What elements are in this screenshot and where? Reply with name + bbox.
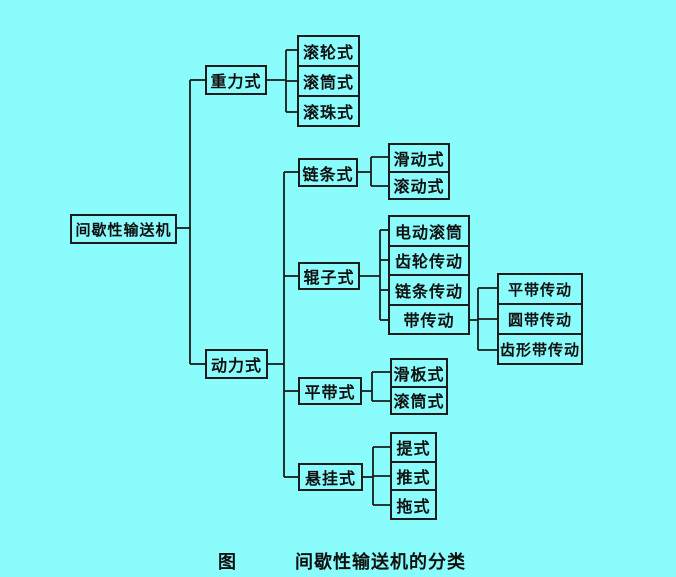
node-suspended-type: 悬挂式 xyxy=(298,463,363,491)
chain-children-column: 滑动式 滚动式 xyxy=(388,143,450,200)
node-sliding-type: 滑动式 xyxy=(390,145,448,173)
node-ball-type: 滚珠式 xyxy=(302,103,354,122)
node-roller-wheel-type: 滚轮式 xyxy=(299,37,358,67)
node-flat-belt-drive: 平带传动 xyxy=(499,275,581,305)
node-intermittent-conveyor: 间歇性输送机 xyxy=(70,214,177,244)
node-power-type: 动力式 xyxy=(205,349,268,379)
caption-title: 间歇性输送机的分类 xyxy=(295,552,466,573)
flat-belt-children-column: 滑板式 滚筒式 xyxy=(390,358,448,415)
suspended-children-column: 提式 推式 拖式 xyxy=(390,432,437,520)
node-toothed-belt-drive: 齿形带传动 xyxy=(499,340,580,359)
node-flat-belt-type: 平带式 xyxy=(298,377,362,405)
node-round-belt-drive: 圆带传动 xyxy=(499,305,581,335)
node-roller-type: 辊子式 xyxy=(298,262,360,290)
node-lift-type: 提式 xyxy=(392,434,435,463)
node-drag-type: 拖式 xyxy=(396,496,431,516)
node-chain-drive: 链条传动 xyxy=(390,276,468,306)
belt-drive-children-column: 平带传动 圆带传动 齿形带传动 xyxy=(497,273,583,365)
roller-children-column: 电动滚筒 齿轮传动 链条传动 带传动 xyxy=(388,215,470,335)
node-gear-drive: 齿轮传动 xyxy=(390,247,468,276)
node-chain-type: 链条式 xyxy=(298,158,358,187)
gravity-children-column: 滚轮式 滚筒式 滚珠式 xyxy=(297,35,360,127)
node-electric-drum: 电动滚筒 xyxy=(390,217,468,247)
node-push-type: 推式 xyxy=(392,463,435,492)
node-rolling-type: 滚动式 xyxy=(393,177,445,197)
node-drum-type-2: 滚筒式 xyxy=(393,392,445,412)
caption-figure-label: 图 xyxy=(218,552,237,573)
node-belt-drive: 带传动 xyxy=(403,311,455,331)
node-gravity-type: 重力式 xyxy=(205,65,267,95)
node-slide-plate-type: 滑板式 xyxy=(392,360,446,388)
node-drum-type: 滚筒式 xyxy=(299,67,358,97)
